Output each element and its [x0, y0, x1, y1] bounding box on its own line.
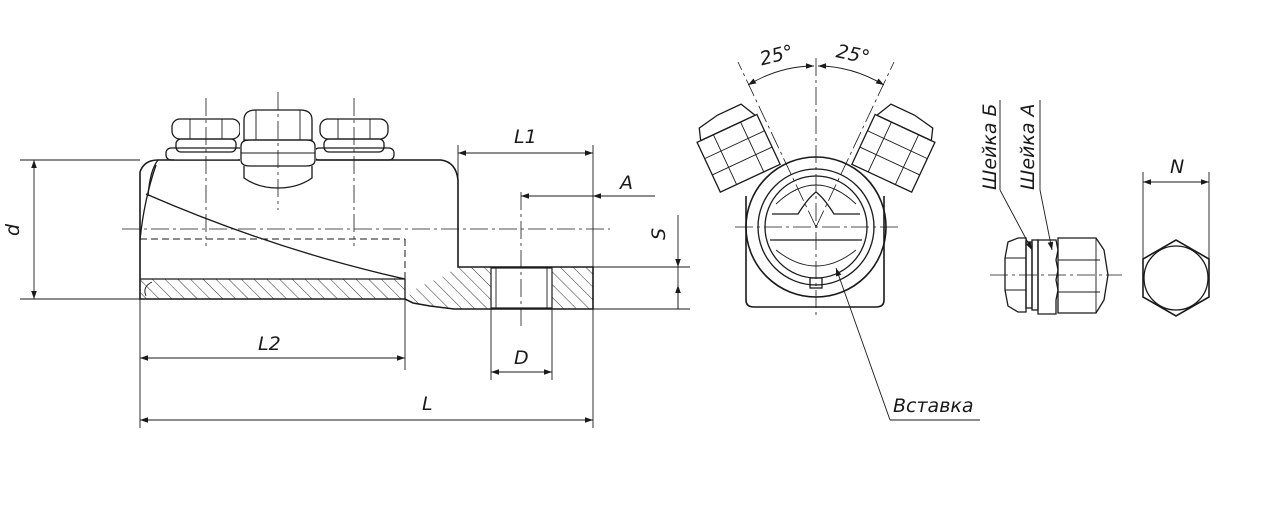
front-view: 25° 25° Вставка: [696, 40, 980, 421]
neck-a-label: Шейка А: [1017, 103, 1039, 190]
bolt-angled-left: [696, 103, 781, 194]
bottom-section-hatch: [140, 279, 405, 299]
dim-label-s: S: [648, 228, 670, 240]
neck-b-label: Шейка Б: [979, 103, 1001, 190]
angle-label-left: 25°: [758, 41, 796, 70]
dim-label-l1: L1: [514, 126, 537, 148]
threaded-hole: [490, 267, 553, 309]
side-view: d L1 A S L2 D L: [2, 92, 690, 428]
angle-label-right: 25°: [834, 40, 872, 69]
bolt-detail-view: Шейка Б Шейка А: [979, 100, 1122, 315]
dim-label-l2: L2: [258, 333, 281, 355]
sleeve-body: [139, 159, 594, 310]
hex-view: N: [1142, 156, 1210, 317]
dim-label-a: A: [618, 172, 633, 194]
bolt-angled-right: [851, 103, 936, 194]
dim-label-d-hole: D: [514, 347, 529, 369]
dim-label-l: L: [422, 393, 433, 415]
insert-label: Вставка: [893, 395, 974, 417]
dim-label-d: d: [2, 223, 24, 236]
dim-label-n: N: [1170, 156, 1184, 178]
